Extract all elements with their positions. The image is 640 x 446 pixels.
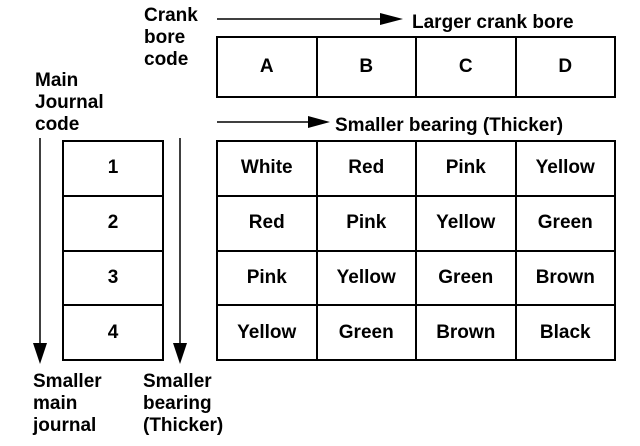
arrow-smaller-main-journal-down (33, 138, 47, 364)
journal-code-cell: 2 (62, 194, 164, 252)
larger-crank-bore-text: Larger crank bore (412, 12, 574, 33)
crank-bore-code-label: Crank bore code (144, 5, 198, 70)
smaller-bearing-top-text: Smaller bearing (Thicker) (335, 115, 564, 136)
bore-code-cell: C (415, 36, 517, 98)
table-row: Red Pink Yellow Green (216, 194, 616, 252)
main-journal-code-label: Main Journal code (35, 70, 104, 135)
bore-code-row: A B C D (216, 36, 616, 98)
smaller-bearing-bottom-label: Smaller bearing (Thicker) (143, 371, 224, 436)
arrow-smaller-bearing-down (173, 138, 187, 364)
bearing-color-cell: Green (514, 194, 616, 252)
journal-code-cell: 1 (62, 140, 164, 197)
bearing-color-cell: Pink (415, 140, 517, 197)
table-row: Pink Yellow Green Brown (216, 249, 616, 307)
bore-code-cell: D (514, 36, 616, 98)
bore-code-cell: A (216, 36, 318, 98)
arrow-larger-crank-bore (217, 13, 403, 25)
bore-code-cell: B (315, 36, 417, 98)
bearing-color-cell: Green (315, 304, 417, 361)
bearing-color-cell: Black (514, 304, 616, 361)
bearing-color-cell: Yellow (415, 194, 517, 252)
bearing-color-cell: White (216, 140, 318, 197)
bearing-color-cell: Brown (415, 304, 517, 361)
smaller-main-journal-label: Smaller main journal (33, 371, 102, 436)
journal-row: 2 (62, 194, 164, 252)
bearing-color-cell: Yellow (514, 140, 616, 197)
bearing-color-cell: Brown (514, 249, 616, 307)
bearing-color-cell: Yellow (216, 304, 318, 361)
journal-code-cell: 4 (62, 304, 164, 361)
crank-bore-code-table: A B C D (216, 36, 616, 98)
bearing-color-cell: Yellow (315, 249, 417, 307)
bearing-color-cell: Red (315, 140, 417, 197)
table-row: Yellow Green Brown Black (216, 304, 616, 361)
arrow-smaller-bearing-right (217, 116, 330, 128)
bearing-color-table: White Red Pink Yellow Red Pink Yellow Gr… (216, 140, 616, 361)
main-journal-code-table: 1 2 3 4 (62, 140, 164, 361)
journal-code-cell: 3 (62, 249, 164, 307)
bearing-color-cell: Green (415, 249, 517, 307)
bearing-color-cell: Pink (216, 249, 318, 307)
journal-row: 1 (62, 140, 164, 197)
journal-row: 3 (62, 249, 164, 307)
journal-row: 4 (62, 304, 164, 361)
bearing-color-cell: Pink (315, 194, 417, 252)
table-row: White Red Pink Yellow (216, 140, 616, 197)
bearing-color-cell: Red (216, 194, 318, 252)
